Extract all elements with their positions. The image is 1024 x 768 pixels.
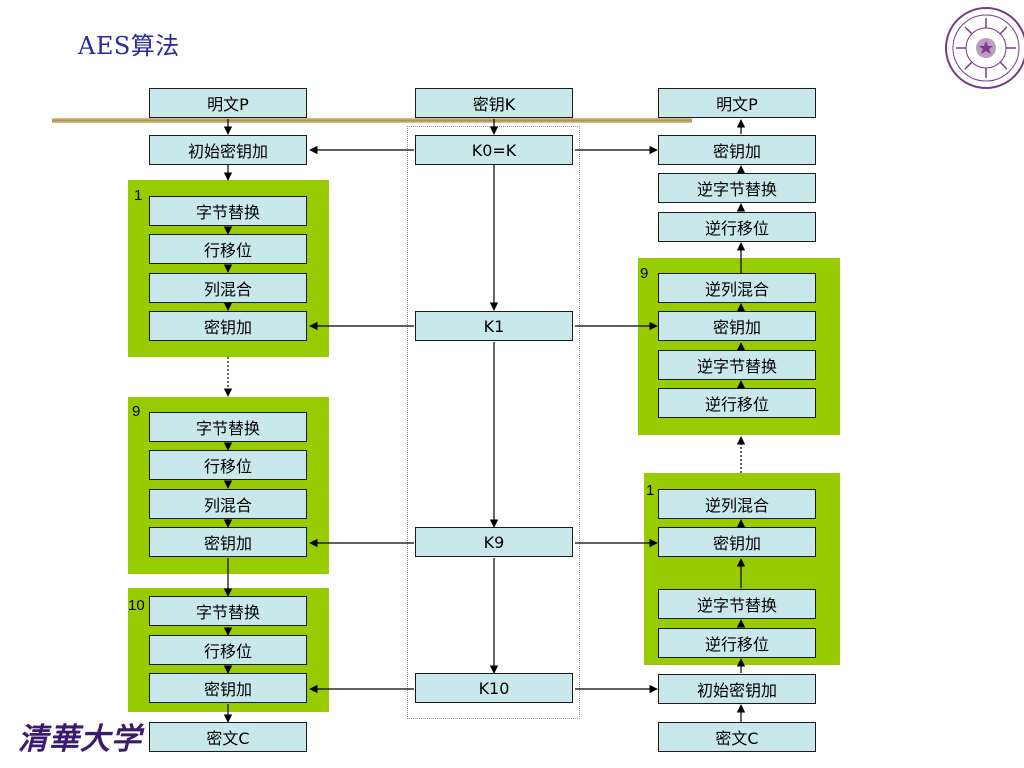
enc-r1-sub-bytes: 字节替换 (149, 196, 307, 226)
key-k0-box: K0=K (415, 135, 573, 165)
enc-r9-add-key: 密钥加 (149, 527, 307, 557)
enc-round-last-number: 10 (128, 597, 145, 614)
enc-r9-mix-columns: 列混合 (149, 489, 307, 519)
key-box: 密钥K (415, 88, 573, 118)
key-k9-box: K9 (415, 527, 573, 557)
enc-ciphertext-box: 密文C (149, 722, 307, 752)
key-k1-box: K1 (415, 311, 573, 341)
title-underline (52, 118, 692, 123)
university-seal-icon (945, 7, 1024, 89)
dec-r1-inv-shift-rows: 逆行移位 (658, 628, 816, 658)
enc-plaintext-box: 明文P (149, 88, 307, 118)
enc-r10-sub-bytes: 字节替换 (149, 596, 307, 626)
dec-r1-inv-sub-bytes: 逆字节替换 (658, 589, 816, 619)
enc-r9-shift-rows: 行移位 (149, 450, 307, 480)
dec-round-bottom-number: 1 (646, 482, 655, 499)
enc-r1-add-key: 密钥加 (149, 311, 307, 341)
dec-final-add-key: 密钥加 (658, 135, 816, 165)
key-k10-box: K10 (415, 673, 573, 703)
enc-r10-shift-rows: 行移位 (149, 635, 307, 665)
dec-r9-inv-shift-rows: 逆行移位 (658, 388, 816, 418)
enc-initial-add-box: 初始密钥加 (149, 135, 307, 165)
dec-final-inv-sub-bytes: 逆字节替换 (658, 173, 816, 203)
dec-r1-inv-mix-columns: 逆列混合 (658, 489, 816, 519)
dec-initial-add-box: 初始密钥加 (658, 674, 816, 704)
dec-final-inv-shift-rows: 逆行移位 (658, 212, 816, 242)
dec-round-top-number: 9 (640, 265, 649, 282)
dec-r9-add-key: 密钥加 (658, 311, 816, 341)
university-logo-text: 清華大学 (18, 722, 142, 757)
dec-r1-add-key: 密钥加 (658, 527, 816, 557)
dec-ciphertext-box: 密文C (658, 722, 816, 752)
enc-round-mid-number: 9 (132, 403, 141, 420)
enc-r9-sub-bytes: 字节替换 (149, 412, 307, 442)
enc-round-first-number: 1 (134, 187, 143, 204)
enc-r1-shift-rows: 行移位 (149, 234, 307, 264)
dec-r9-inv-sub-bytes: 逆字节替换 (658, 350, 816, 380)
dec-plaintext-box: 明文P (658, 88, 816, 118)
dec-r9-inv-mix-columns: 逆列混合 (658, 273, 816, 303)
slide-title: AES算法 (78, 32, 180, 60)
enc-r1-mix-columns: 列混合 (149, 273, 307, 303)
enc-r10-add-key: 密钥加 (149, 673, 307, 703)
